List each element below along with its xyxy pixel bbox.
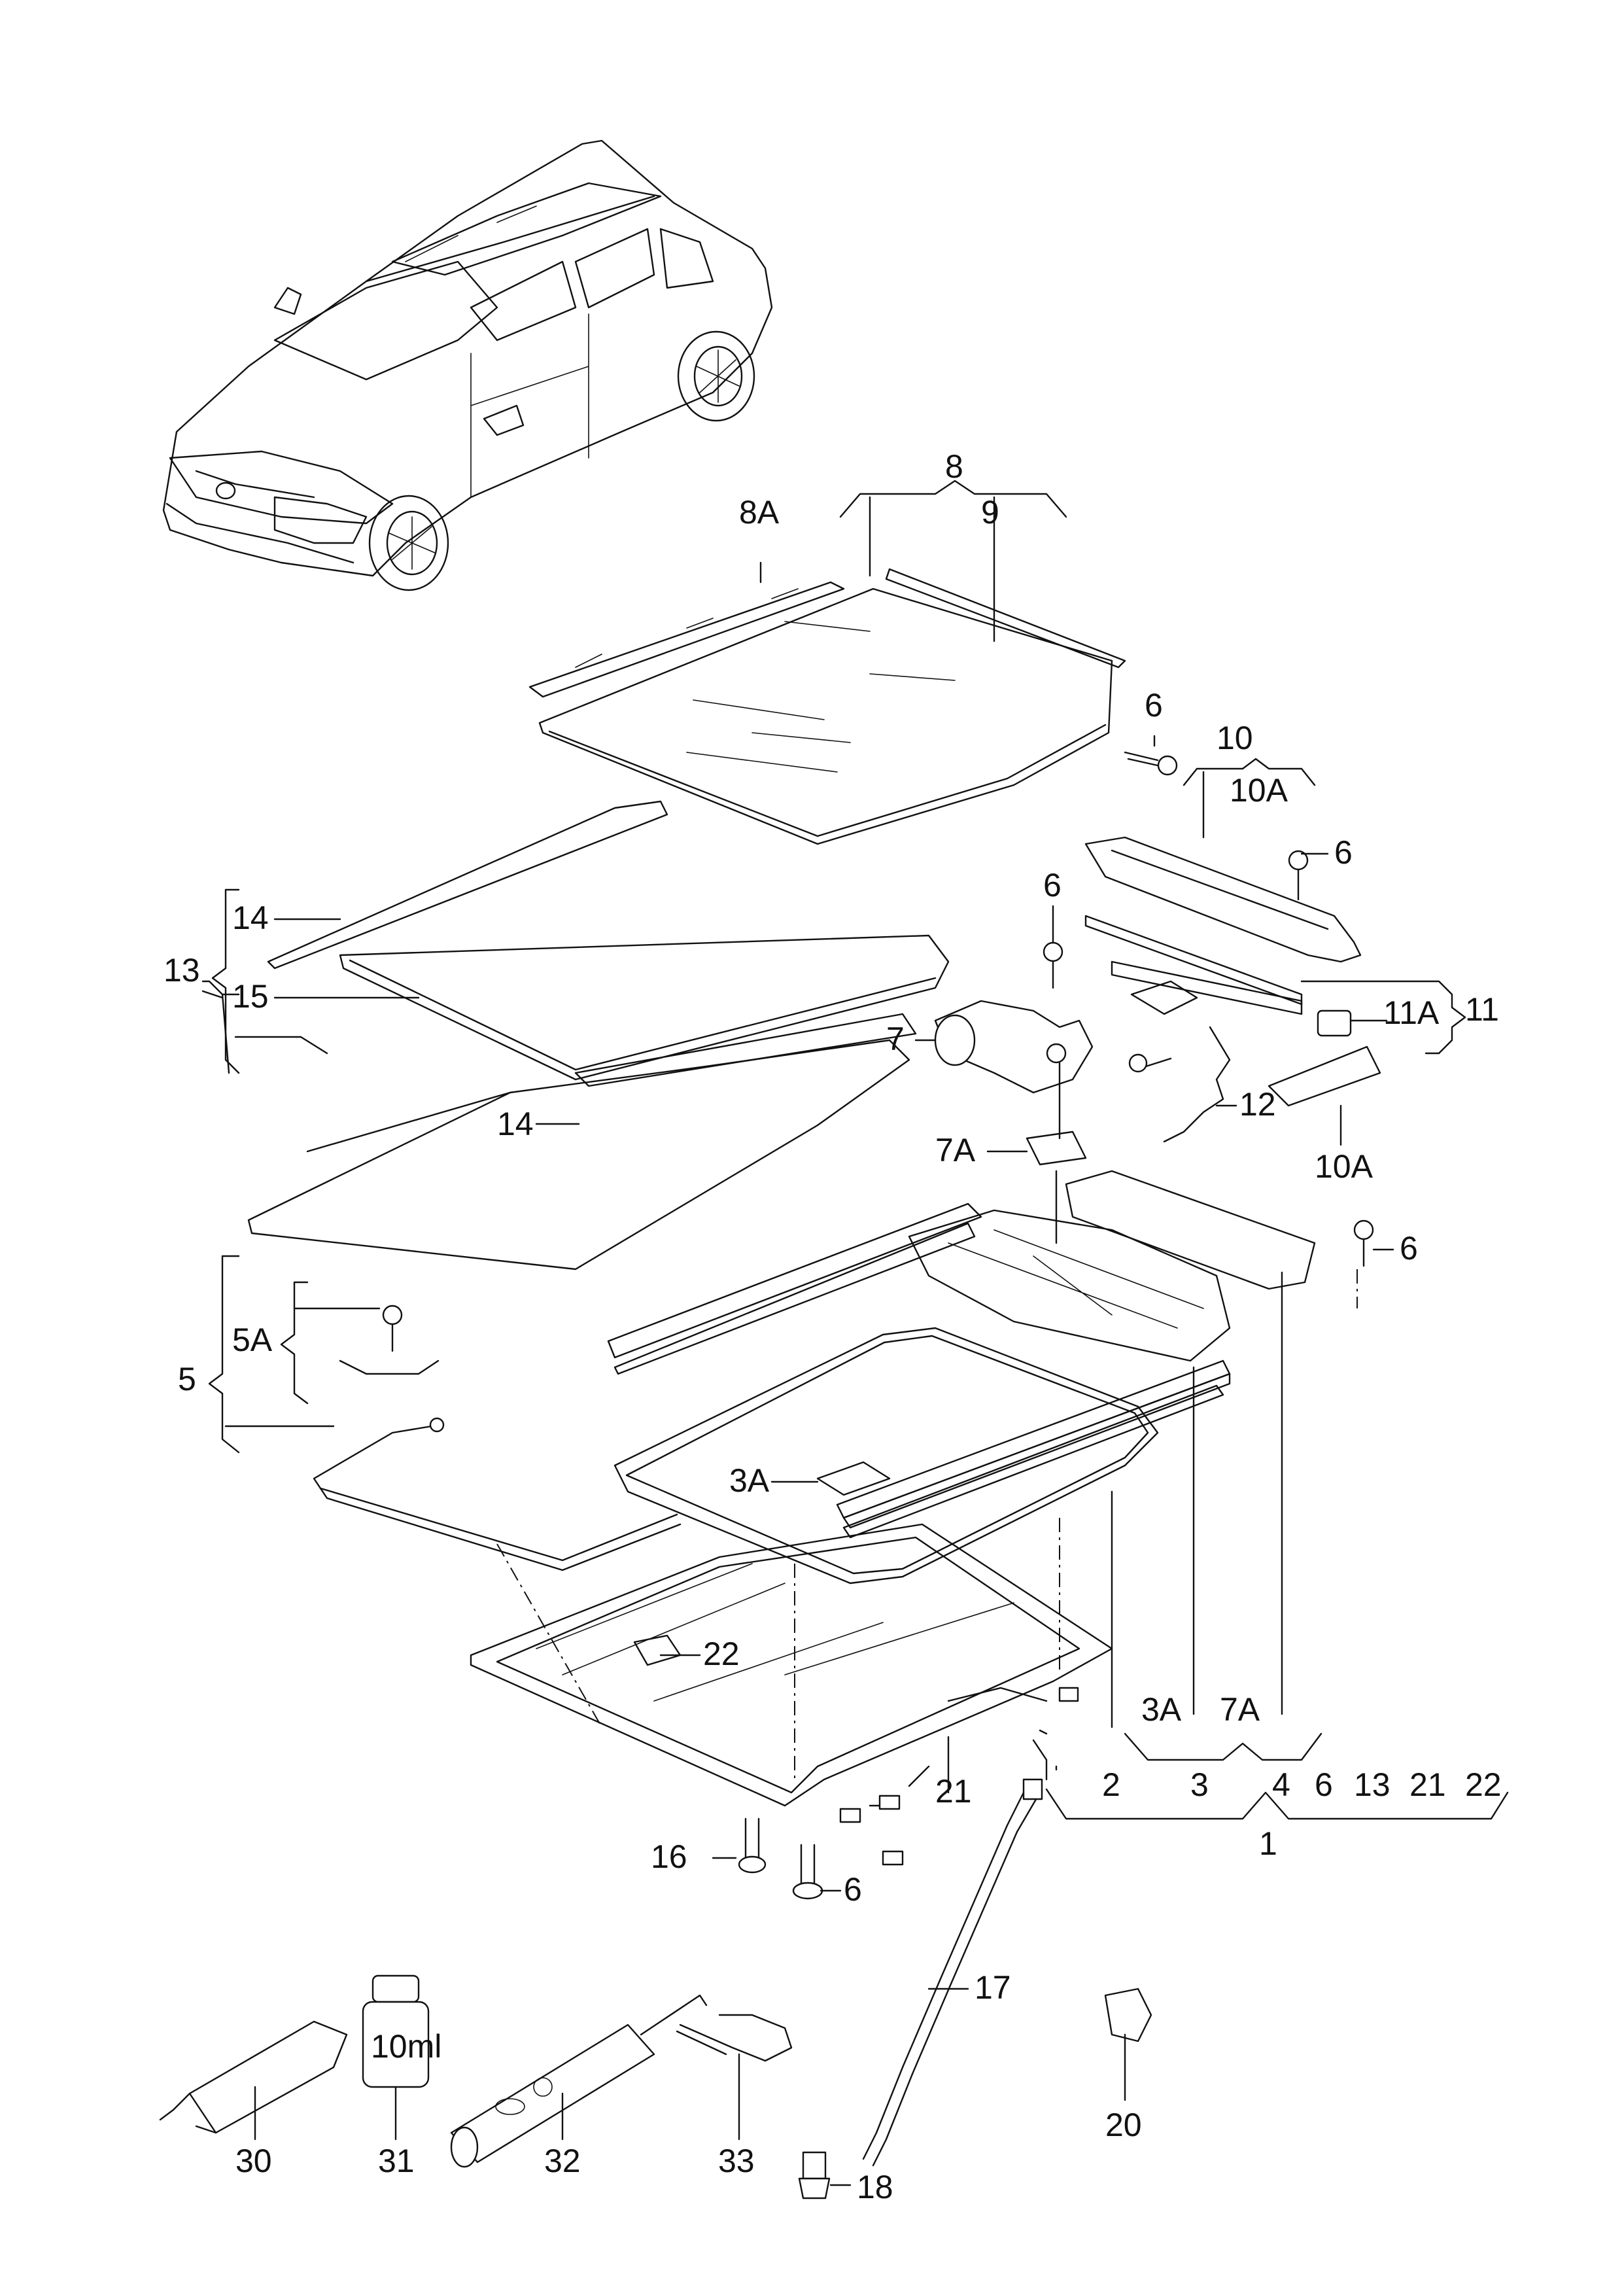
- label-10a-lower: 10A: [1315, 1148, 1373, 1185]
- label-6-glass: 6: [1145, 687, 1163, 724]
- label-3a-bracket: 3A: [1141, 1691, 1182, 1728]
- part-labels: 8 8A 9 6 10 10A 6 6 11 11A 7 12 10A 7A 6…: [164, 448, 1502, 2205]
- label-7a-bracket: 7A: [1220, 1691, 1260, 1728]
- label-7a: 7A: [935, 1132, 976, 1168]
- cable-tie-33: [676, 2014, 793, 2062]
- glass-panel-assembly: [528, 568, 1126, 845]
- label-6-rail: 6: [1400, 1230, 1418, 1267]
- bolt-6-roof: [792, 1844, 823, 1900]
- car-illustration: [162, 139, 773, 591]
- label-1: 1: [1259, 1825, 1277, 1862]
- label-6-motor: 6: [1043, 867, 1062, 903]
- label-12: 12: [1239, 1086, 1276, 1123]
- screw-6-motor: [1043, 941, 1063, 989]
- screw-6-deflector: [1288, 850, 1309, 901]
- screw-6-rail: [1353, 1219, 1374, 1267]
- bolt-16: [738, 1817, 767, 1874]
- label-16: 16: [651, 1838, 687, 1875]
- bottle-label: 10ml: [371, 2028, 441, 2065]
- drain-tube-5: [313, 1305, 682, 1571]
- screw-12: [1128, 1053, 1172, 1073]
- label-21-list: 21: [1409, 1766, 1446, 1803]
- label-10a-upper: 10A: [1230, 772, 1288, 809]
- cartridge-32: [450, 1994, 708, 2168]
- label-4: 4: [1272, 1766, 1290, 1803]
- label-15: 15: [232, 978, 269, 1015]
- label-10: 10: [1217, 720, 1253, 756]
- label-17: 17: [975, 1969, 1011, 2006]
- label-8a: 8A: [739, 494, 780, 531]
- label-7: 7: [886, 1021, 905, 1057]
- label-22: 22: [703, 1636, 740, 1672]
- label-14-upper: 14: [232, 900, 269, 936]
- connector-18: [798, 2151, 831, 2199]
- label-13: 13: [164, 952, 200, 989]
- label-18: 18: [857, 2169, 893, 2205]
- label-11a: 11A: [1383, 994, 1440, 1031]
- label-32: 32: [544, 2143, 581, 2179]
- drain-hose-17: [862, 1778, 1043, 2167]
- label-3: 3: [1190, 1766, 1209, 1803]
- label-2: 2: [1102, 1766, 1120, 1803]
- leader-lines: [201, 480, 1509, 2186]
- label-6-deflector: 6: [1334, 834, 1353, 871]
- label-14-lower: 14: [497, 1106, 534, 1142]
- label-11: 11: [1465, 991, 1499, 1028]
- label-31: 31: [378, 2143, 415, 2179]
- label-8: 8: [945, 448, 963, 485]
- label-9: 9: [981, 494, 999, 531]
- label-13-list: 13: [1354, 1766, 1391, 1803]
- label-6-roof: 6: [844, 1871, 862, 1908]
- vehicle-roof: [470, 1523, 1113, 1866]
- label-3a-upper: 3A: [729, 1462, 770, 1499]
- label-5a: 5A: [232, 1322, 273, 1358]
- label-30: 30: [235, 2143, 272, 2179]
- wind-deflector-assembly: [1084, 836, 1381, 1107]
- sunroof-frame: [607, 1170, 1316, 1539]
- label-20: 20: [1105, 2107, 1142, 2143]
- motor-unit: [934, 1000, 1094, 1166]
- bottle-31: 10ml: [362, 1974, 441, 2088]
- label-33: 33: [718, 2143, 755, 2179]
- label-22-list: 22: [1465, 1766, 1502, 1803]
- frame-seal: [613, 1327, 1159, 1585]
- label-21: 21: [935, 1773, 972, 1810]
- clip-20: [1104, 1988, 1152, 2056]
- screw-6-glass: [1124, 751, 1178, 776]
- label-5: 5: [178, 1361, 196, 1397]
- label-6-list: 6: [1315, 1766, 1333, 1803]
- headliner-assembly: [247, 800, 950, 1270]
- adhesive-tube-30: [159, 2020, 348, 2134]
